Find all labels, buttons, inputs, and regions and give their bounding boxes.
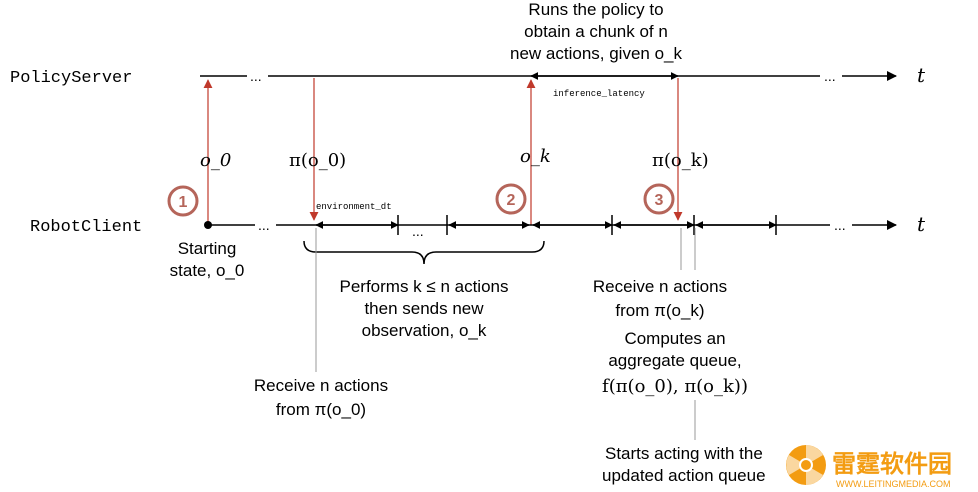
- inference-latency-label: inference_latency: [553, 89, 645, 99]
- receive-o0-line1: Receive n actions: [254, 376, 388, 395]
- step-2-number: 2: [507, 192, 516, 209]
- aggregate-line1: Computes an: [624, 329, 725, 348]
- step-2-circle: [495, 183, 527, 215]
- pi-o0-label: π(o_0): [289, 150, 346, 171]
- starts-acting-line1: Starts acting with the: [605, 444, 763, 463]
- step-3-number: 3: [655, 192, 664, 209]
- receive-ok-line2: from π(o_k): [615, 301, 704, 320]
- robot-client-label: RobotClient: [30, 218, 142, 237]
- o0-label: o_0: [200, 150, 231, 171]
- ok-label: o_k: [520, 146, 551, 167]
- starts-acting-line2: updated action queue: [602, 466, 766, 485]
- top-annotation-line1: Runs the policy to: [528, 0, 663, 19]
- aggregate-line2: aggregate queue,: [608, 351, 741, 370]
- server-ellipsis-1: ...: [250, 68, 262, 84]
- receive-ok-line1: Receive n actions: [593, 277, 727, 296]
- aggregate-text: Computes an aggregate queue, f(π(o_0), π…: [602, 329, 748, 397]
- policy-server-label: PolicyServer: [10, 69, 132, 88]
- starts-acting-text: Starts acting with the updated action qu…: [602, 444, 766, 485]
- receive-ok-text: Receive n actions from π(o_k): [593, 277, 727, 320]
- receive-o0-line2: from π(o_0): [276, 400, 366, 419]
- top-annotation-line2: obtain a chunk of n: [524, 22, 668, 41]
- starting-state-text: Starting state, o_0: [170, 239, 245, 280]
- server-time-axis-label: t: [917, 63, 926, 87]
- starting-state-line2: state, o_0: [170, 261, 245, 280]
- connector-lines: [315, 228, 696, 440]
- watermark: 雷霆软件园 WWW.LEITINGMEDIA.COM: [780, 440, 978, 492]
- aggregate-line3: f(π(o_0), π(o_k)): [602, 376, 748, 397]
- step-markers: 1 2 3: [167, 183, 675, 217]
- top-annotation: Runs the policy to obtain a chunk of n n…: [510, 0, 682, 63]
- performs-line2: then sends new: [364, 299, 484, 318]
- actions-brace: [303, 240, 545, 265]
- watermark-url: WWW.LEITINGMEDIA.COM: [836, 479, 951, 489]
- client-ellipsis-3: ...: [412, 223, 424, 239]
- performs-line1: Performs k ≤ n actions: [340, 277, 509, 296]
- environment-dt-label: environment_dt: [316, 202, 392, 212]
- performs-line3: observation, o_k: [362, 321, 487, 340]
- starting-state-line1: Starting: [178, 239, 237, 258]
- step-3-circle: [643, 183, 675, 215]
- pi-ok-label: π(o_k): [652, 150, 709, 171]
- watermark-logo-icon: [786, 445, 826, 485]
- server-ellipsis-2: ...: [824, 68, 836, 84]
- receive-o0-text: Receive n actions from π(o_0): [254, 376, 388, 419]
- performs-text: Performs k ≤ n actions then sends new ob…: [340, 277, 509, 340]
- robot-client-timeline: ... ... t environment_dt ...: [204, 202, 926, 239]
- client-time-axis-label: t: [917, 212, 926, 236]
- communication-arrows: o_0 π(o_0) o_k π(o_k): [200, 78, 709, 225]
- watermark-title: 雷霆软件园: [832, 450, 952, 478]
- step-1-number: 1: [179, 194, 188, 211]
- step-1-circle: [167, 185, 199, 217]
- client-ellipsis-1: ...: [258, 217, 270, 233]
- top-annotation-line3: new actions, given o_k: [510, 44, 682, 63]
- client-ellipsis-2: ...: [834, 217, 846, 233]
- policy-server-timeline: ... ... t inference_latency: [200, 63, 926, 99]
